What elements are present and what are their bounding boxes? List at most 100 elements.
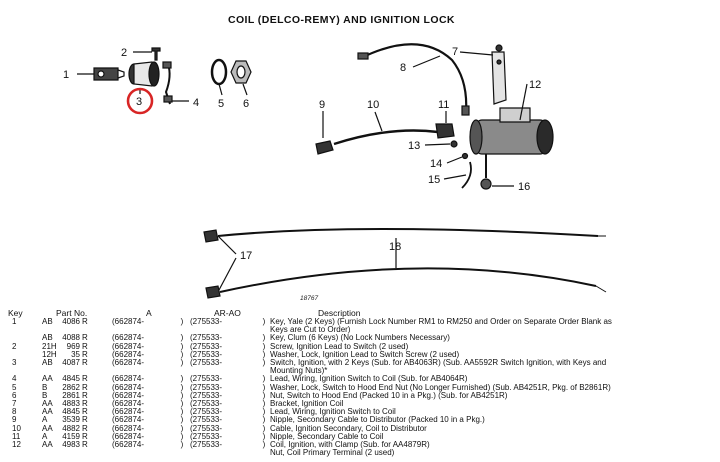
row-ar-close (258, 367, 270, 375)
row-ar-close: ) (262, 375, 266, 384)
row-part-number: 969 (66, 342, 80, 351)
callout-10: 10 (367, 99, 379, 111)
col-header-key: Key (8, 308, 23, 318)
row-key: 11 (12, 432, 21, 441)
callout-12: 12 (529, 79, 541, 91)
row-a-serial (112, 367, 174, 375)
row-part-number: 35 (71, 350, 80, 359)
callout-1: 1 (63, 69, 69, 81)
row-description: Coil, Ignition, with Clamp (Sub. for AA4… (270, 441, 430, 450)
figure-number: 18767 (300, 295, 318, 302)
row-ar-close: ) (262, 432, 266, 441)
screw-part (133, 47, 161, 61)
row-key: 2 (12, 342, 17, 351)
row-ar-serial: (275533- (190, 441, 223, 450)
row-ar-serial: (275533- (190, 334, 223, 343)
row-a-close: ) (180, 350, 184, 359)
row-ar-close: ) (262, 416, 266, 425)
row-description: Washer, Lock, Ignition Lead to Switch Sc… (270, 350, 460, 359)
row-key: 1 (12, 318, 17, 326)
callout-18: 18 (389, 241, 401, 253)
row-key (6, 351, 42, 359)
row-key (6, 449, 42, 457)
row-description: Washer, Lock, Switch to Hood End Nut (No… (270, 383, 611, 392)
row-description: Key, Yale (2 Keys) (Furnish Lock Number … (270, 318, 612, 326)
row-ar-close (258, 326, 270, 334)
row-part-number: 4883 (62, 400, 80, 409)
callout-4: 4 (193, 97, 199, 109)
callout-7: 7 (452, 46, 458, 58)
row-a-serial: (662874- (112, 318, 145, 326)
row-ar-close (258, 449, 270, 457)
row-ar-close: ) (262, 334, 266, 343)
table-row: Mounting Nuts)* (6, 367, 718, 375)
long-cables-part (203, 228, 607, 299)
row-part-suffix: R (82, 350, 88, 359)
row-a-serial: (662874- (112, 350, 145, 359)
row-key: 9 (12, 416, 17, 425)
row-description: Nipple, Secondary Cable to Distributor (… (270, 416, 485, 425)
row-part-number: 2861 (62, 391, 80, 400)
row-part-number (58, 326, 82, 334)
hood-end-nut-part (230, 60, 252, 96)
callout-13: 13 (408, 140, 420, 152)
callout-5: 5 (218, 98, 224, 110)
row-ar-serial: (275533- (190, 342, 223, 351)
key-part (77, 67, 125, 81)
row-ar-serial: (275533- (190, 375, 223, 384)
row-ar-close: ) (262, 441, 266, 450)
col-header-part-no: Part No. (56, 308, 88, 318)
row-part-suffix: R (82, 400, 88, 409)
row-part-prefix: AB (42, 334, 53, 343)
row-key: 4 (12, 375, 17, 384)
callout-8: 8 (400, 62, 406, 74)
row-part-prefix: B (42, 391, 48, 400)
row-ar-close: ) (262, 383, 266, 392)
row-part-prefix (42, 326, 58, 334)
row-a-close: ) (180, 408, 184, 417)
row-a-close: ) (180, 432, 184, 441)
row-part-number: 4845 (62, 375, 80, 384)
row-part-prefix: A (42, 432, 48, 441)
row-ar-serial: (275533- (190, 318, 223, 326)
row-a-close: ) (180, 424, 184, 433)
row-key: 5 (12, 383, 17, 392)
row-part-prefix: B (42, 383, 48, 392)
row-part-prefix: AA (42, 441, 53, 450)
row-part-suffix: R (82, 375, 88, 384)
table-row: Nut, Coil Primary Terminal (2 used) (6, 449, 718, 457)
row-a-serial: (662874- (112, 334, 145, 343)
row-description: Cable, Ignition Secondary, Coil to Distr… (270, 424, 427, 433)
row-ar-serial (190, 449, 258, 457)
lock-washer-part (210, 58, 228, 96)
row-part-suffix (82, 449, 112, 457)
callout-3: 3 (136, 96, 142, 108)
row-part-number: 4086 (62, 318, 80, 326)
row-description: Nut, Coil Primary Terminal (2 used) (270, 449, 395, 458)
row-ar-close: ) (262, 342, 266, 351)
row-part-number (58, 367, 82, 375)
row-description: Nipple, Secondary Cable to Coil (270, 432, 384, 441)
row-part-suffix (82, 367, 112, 375)
row-a-close: ) (180, 416, 184, 425)
row-description: Bracket, Ignition Coil (270, 400, 344, 409)
table-row: Keys are Cut to Order) (6, 326, 718, 334)
row-a-serial: (662874- (112, 375, 145, 384)
row-part-suffix: R (82, 408, 88, 417)
row-part-number: 4882 (62, 424, 80, 433)
row-ar-close: ) (262, 400, 266, 409)
row-part-prefix: 21H (42, 342, 57, 351)
row-part-suffix: R (82, 424, 88, 433)
callout-2: 2 (121, 47, 127, 59)
terminal-nut-part (424, 140, 469, 164)
row-a-close: ) (180, 318, 184, 326)
row-a-close: ) (180, 383, 184, 392)
row-ar-serial: (275533- (190, 359, 223, 368)
row-a-serial: (662874- (112, 391, 145, 400)
